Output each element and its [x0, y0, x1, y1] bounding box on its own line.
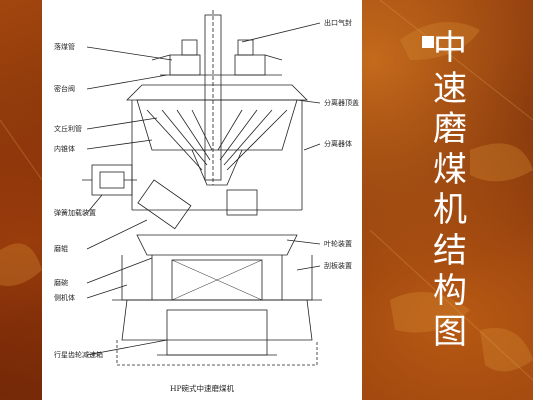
diagram-panel: 落煤管 密台阀 文丘利管 内锥体 弹簧加载装置 磨辊 磨碗 侧机体 行星齿轮减速… — [42, 0, 362, 400]
label-outlet-seal: 出口气封 — [324, 19, 352, 27]
label-coal-pipe: 落煤管 — [54, 43, 75, 51]
label-vane-wheel-device: 叶轮装置 — [324, 240, 352, 248]
title-char: 磨 — [433, 109, 467, 149]
label-mill-side-body: 侧机体 — [54, 294, 75, 302]
square-bullet-icon — [422, 36, 434, 48]
title-char: 图 — [433, 311, 467, 352]
label-planetary-gearbox: 行星齿轮减速箱 — [54, 351, 103, 359]
title-char: 构 — [433, 271, 467, 311]
label-separator-top-cover: 分离器顶盖 — [324, 99, 359, 107]
title-char: 结 — [433, 230, 467, 271]
label-valve: 密台阀 — [54, 85, 75, 93]
slide-title: 中 速 磨 煤 机 结 构 图 — [422, 28, 470, 352]
coal-mill-cross-section — [82, 10, 322, 366]
label-spring-loading-device: 弹簧加载装置 — [54, 209, 96, 217]
label-separator-body: 分离器体 — [324, 140, 352, 148]
label-scraper-device: 刮板装置 — [324, 262, 352, 270]
diagram-caption: HP碗式中速磨煤机 — [169, 384, 235, 393]
title-char: 机 — [433, 190, 467, 230]
title-char: 速 — [433, 68, 467, 109]
title-char: 中 — [433, 28, 467, 68]
label-venturi-tube: 文丘利管 — [54, 125, 82, 133]
label-grinding-bowl: 磨碗 — [54, 279, 68, 287]
label-grinding-roll: 磨辊 — [54, 245, 68, 253]
title-char: 煤 — [433, 149, 467, 190]
label-inner-cone: 内锥体 — [54, 145, 75, 153]
